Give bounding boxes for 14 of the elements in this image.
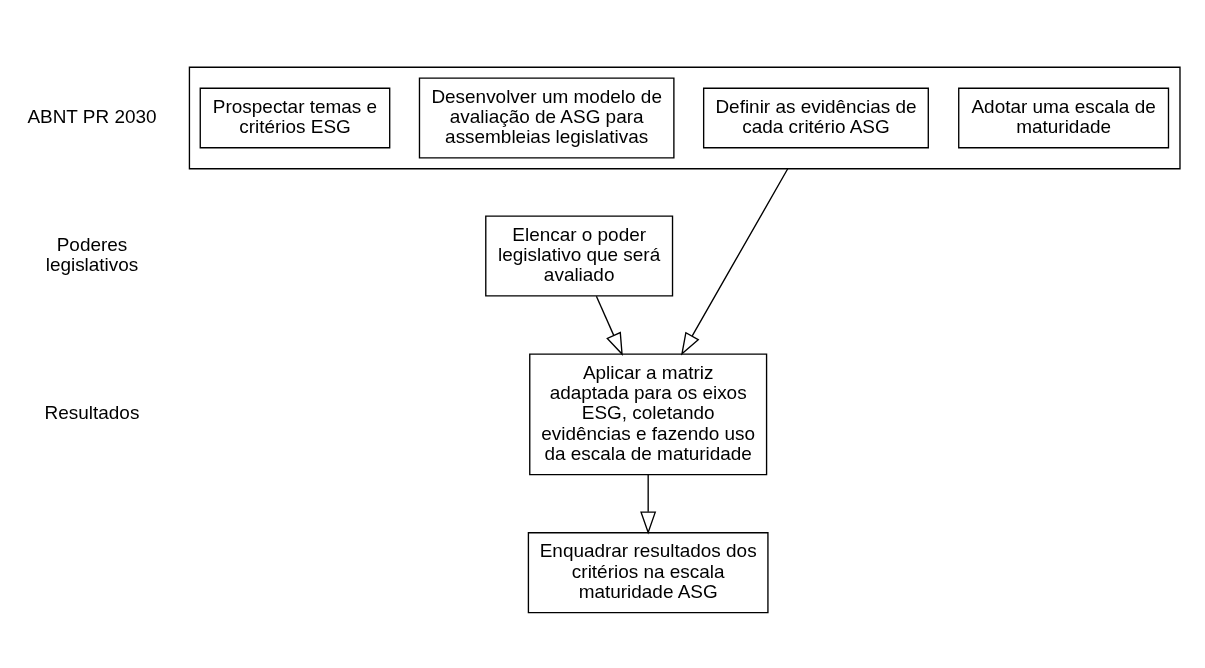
label: Resultados [44,401,140,423]
label: Poderes legislativos [45,233,139,275]
cluster [188,66,1181,169]
label: ABNT PR 2030 [27,105,157,127]
node-box: Adotar uma escala de maturidade [958,87,1170,148]
node-box: Desenvolver um modelo de avaliação de ASG para assembleias legislativas [418,76,675,159]
arrow [595,295,623,356]
arrow [680,167,789,356]
node-box: Aplicar a matriz adaptada para os eixos ESG, coletando evidências e fazendo uso da escala de maturidade [529,352,768,475]
node-box: Prospectar temas e critérios ESG [199,87,391,148]
node-box: Enquadrar resultados dos critérios na escala maturidade ASG [527,531,769,613]
arrow [640,473,657,534]
node-box: Definir as evidências de cada critério ASG [702,87,929,148]
node-box: Elencar o poder legislativo que será avaliado [485,214,674,297]
